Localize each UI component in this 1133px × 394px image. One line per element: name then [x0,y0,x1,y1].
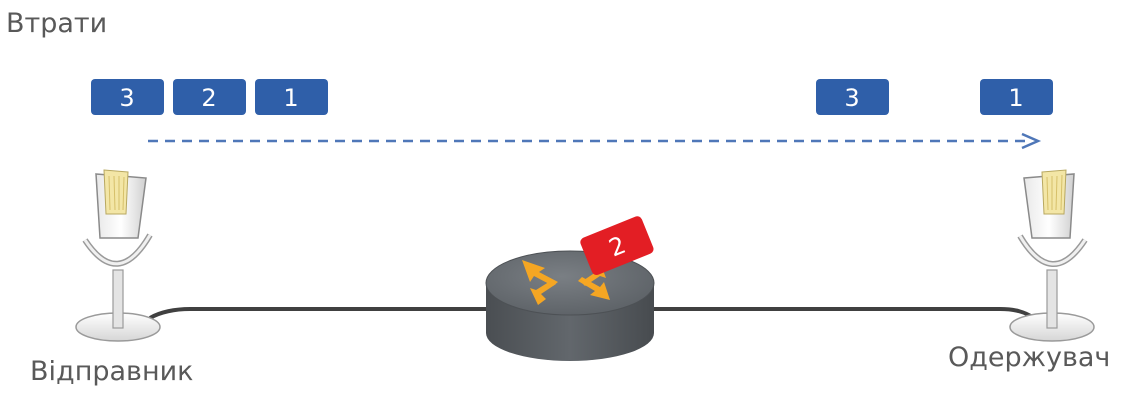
sender-label: Відправник [30,356,193,387]
received-packet: 3 [816,79,889,115]
cable-left [150,309,488,318]
received-packet-label: 1 [1008,84,1023,112]
sent-packet-label: 2 [201,84,216,112]
received-packet: 1 [980,79,1053,115]
receiver-device-icon [1010,170,1094,341]
diagram-title: Втрати [6,8,107,39]
sender-device-icon [76,170,160,341]
sent-packet: 1 [255,79,328,115]
received-packet-label: 3 [844,84,859,112]
receiver-label: Одержувач [948,342,1110,373]
flow-arrow [148,134,1038,148]
sent-packet-label: 1 [283,84,298,112]
sent-packet-label: 3 [119,84,134,112]
cable-right [648,309,1034,318]
router-icon [486,251,654,361]
sent-packet: 3 [91,79,164,115]
sent-packet: 2 [173,79,246,115]
